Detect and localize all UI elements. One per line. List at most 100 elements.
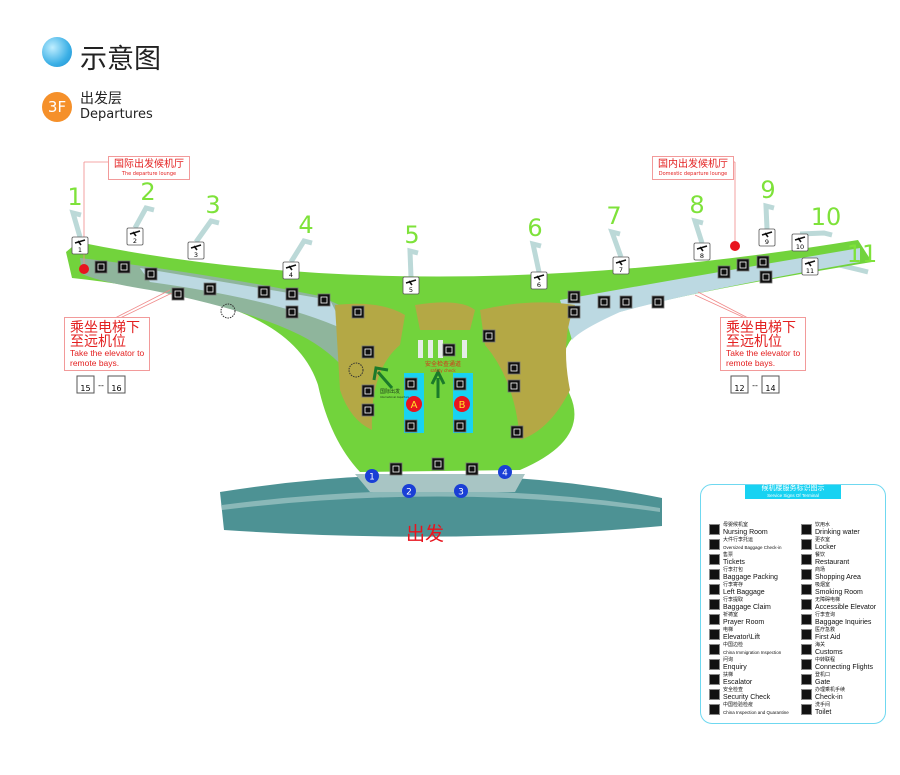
legend-header: 候机楼服务标识图示 Service Signs Of Terminal [745,485,841,499]
legend-item-cn: 无障碍电梯 [815,597,841,603]
first-aid-icon [801,628,812,640]
checkin-b-label: B [459,400,466,411]
toilet-icon[interactable] [717,265,731,279]
gate-sign-4[interactable] [282,261,300,280]
drinking-water-icon[interactable] [317,293,331,307]
entrance-2[interactable] [402,484,416,498]
legend-item-en: Gate [815,679,831,686]
legend-item-en: Nursing Room [723,529,768,536]
elevator-icon[interactable] [389,462,403,476]
legend-item-cn: 祈祷室 [723,612,739,618]
legend-item-cn: 更衣室 [815,537,831,543]
remote-gate-sign[interactable] [730,375,749,394]
legend-item-en: Drinking water [815,529,860,536]
first-aid-icon[interactable] [567,305,581,319]
intl-departure-en: International departure [380,395,410,399]
elevator-icon [709,628,720,640]
legend-title-cn: 候机楼服务标识图示 [761,485,825,492]
check-in-icon[interactable] [453,377,467,391]
legend-item-cn: 行李查询 [815,612,836,618]
security-check-icon-glyph [174,290,182,298]
entrance-3[interactable] [454,484,468,498]
toilet-icon-glyph [720,268,728,276]
gate-sign-9[interactable] [758,228,776,247]
gate-sign-3[interactable] [187,241,205,260]
legend-item-cn: 扶梯 [723,672,734,678]
gate-sign-7[interactable] [612,256,630,275]
gate-sign-number: 11 [806,267,814,275]
entrance-number: 4 [502,469,508,479]
checkin-b-marker[interactable] [454,396,470,412]
security-label-en: safety check [430,368,456,373]
gate-sign-5[interactable] [402,276,420,295]
legend-item-en: Shopping Area [815,574,861,581]
drinking-water-icon-glyph [739,261,747,269]
baggage-inquiries-icon [801,613,812,625]
gate-sign-10[interactable] [791,233,809,252]
restaurant-icon[interactable] [351,305,365,319]
drinking-water-icon[interactable] [507,379,521,393]
checkin-a-marker[interactable] [406,396,422,412]
toilet-icon[interactable] [507,361,521,375]
plane-icon [405,279,417,286]
toilet-icon[interactable] [597,295,611,309]
drinking-water-icon[interactable] [736,258,750,272]
jet-bridge [407,247,419,278]
legend-item-en: Left Baggage [723,589,765,596]
intl-interior [80,258,350,375]
nursing-room-icon[interactable] [144,267,158,281]
security-check-icon[interactable] [171,287,185,301]
tickets-icon[interactable] [453,419,467,433]
tickets-icon[interactable] [404,419,418,433]
toilet-icon[interactable] [285,305,299,319]
entrance-4[interactable] [498,465,512,479]
toilet-icon[interactable] [203,282,217,296]
prayer-room-icon[interactable] [567,290,581,304]
baggage-packing-icon[interactable] [510,425,524,439]
legend-item-en: Check-in [815,694,843,701]
nursing-room-icon[interactable] [759,270,773,284]
toilet-icon-glyph [288,308,296,316]
drinking-water-icon[interactable] [361,384,375,398]
gate-number-10: 10 [811,203,842,231]
accessible-elevator-icon[interactable] [651,295,665,309]
smoking-room-icon[interactable] [756,255,770,269]
gate-sign-6[interactable] [530,271,548,290]
nursing-room-icon[interactable] [619,295,633,309]
oversized-baggage-icon[interactable] [361,345,375,359]
check-in-icon[interactable] [404,377,418,391]
security-check-icon[interactable] [442,343,456,357]
first-aid-icon[interactable] [94,260,108,274]
arrow-intl-icon [372,366,394,389]
remote-gate-sign[interactable] [761,375,780,394]
plane-icon [74,239,86,246]
entrance-1[interactable] [365,469,379,483]
toilet-icon[interactable] [285,287,299,301]
gate-sign-11[interactable] [801,257,819,276]
legend-item-en: Customs [815,649,843,656]
gate-sign-1[interactable] [71,236,89,255]
intl-lounge-cn: 国际出发候机厅 [114,159,184,170]
toilet-icon[interactable] [117,260,131,274]
shopping-icon[interactable] [257,285,271,299]
enquiry-icon[interactable] [431,457,445,471]
gate-sign-8[interactable] [693,242,711,261]
left-baggage-icon[interactable] [482,329,496,343]
nursing-room-icon-glyph [762,273,770,281]
toilet-icon[interactable] [361,403,375,417]
remote-gate-sign[interactable] [107,375,126,394]
gate-sign-number: 4 [289,271,293,279]
remote-gate-sign[interactable] [76,375,95,394]
legend-item-en: Toilet [815,709,832,716]
gate-sign-2[interactable] [126,227,144,246]
center-olive-right [480,302,575,440]
connecting-flights-icon [801,658,812,670]
elevator-icon[interactable] [465,462,479,476]
legend-title-en: Service Signs Of Terminal [767,493,819,498]
